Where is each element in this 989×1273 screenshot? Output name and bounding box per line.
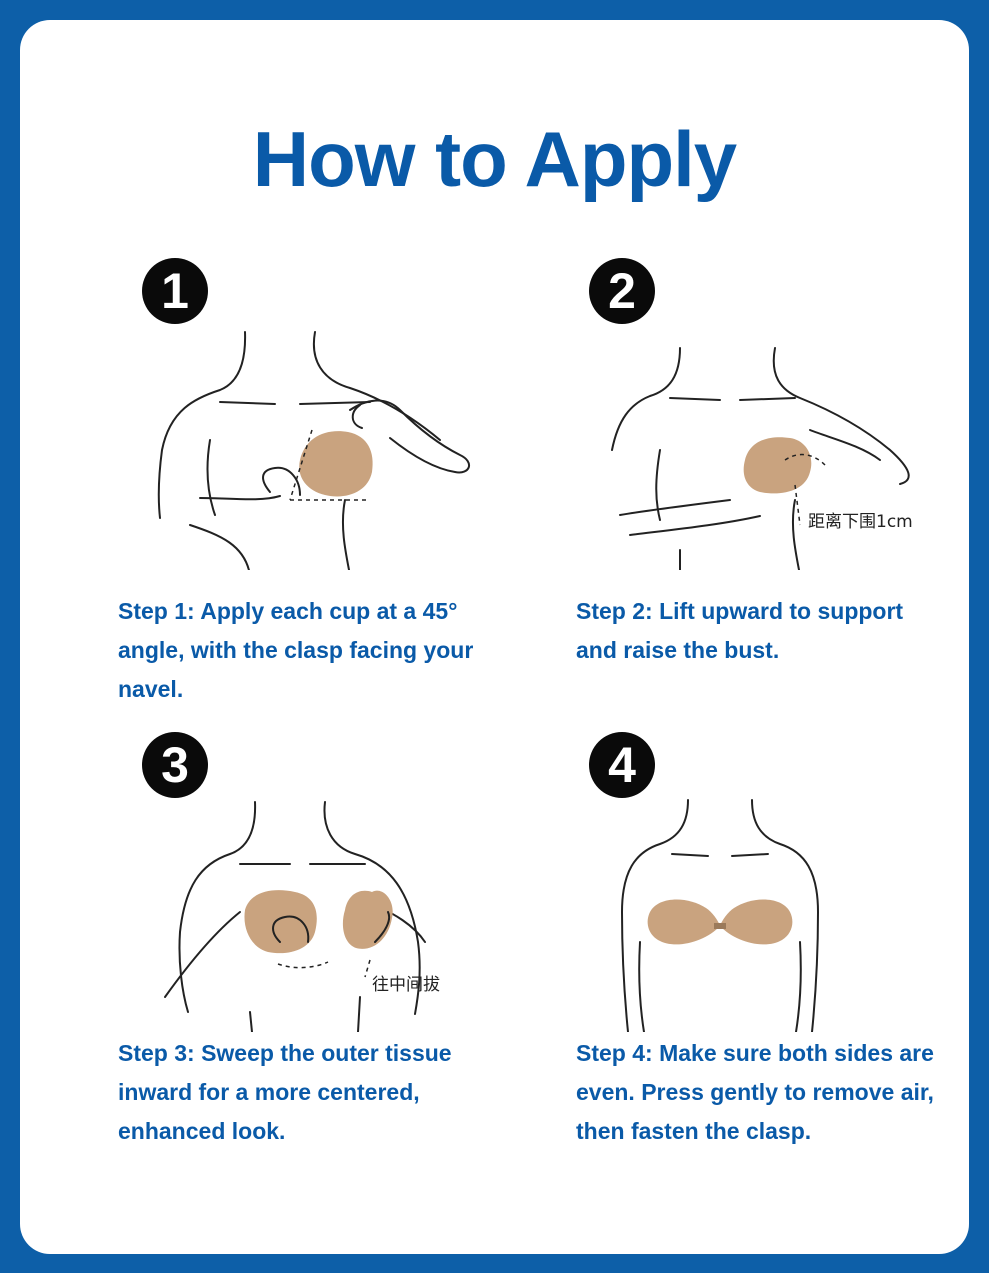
step-1-caption: Step 1: Apply each cup at a 45° angle, w… bbox=[118, 598, 474, 702]
step-3-illustration: 往中间拔 bbox=[160, 792, 480, 1032]
step-3-note: 往中间拔 bbox=[372, 975, 440, 995]
step-2-number-badge: 2 bbox=[589, 258, 655, 324]
step-1-number-badge: 1 bbox=[142, 258, 208, 324]
step-2-caption: Step 2: Lift upward to support and raise… bbox=[576, 598, 904, 663]
step-2-note: 距离下围1cm bbox=[808, 512, 913, 532]
step-4-caption: Step 4: Make sure both sides are even. P… bbox=[576, 1040, 934, 1144]
instruction-card: How to Apply 1 Step 1: A bbox=[20, 20, 969, 1254]
step-3-number-badge: 3 bbox=[142, 732, 208, 798]
step-3-caption: Step 3: Sweep the outer tissue inward fo… bbox=[118, 1040, 452, 1144]
step-4-number-badge: 4 bbox=[589, 732, 655, 798]
step-4-illustration bbox=[610, 792, 830, 1032]
step-1-illustration bbox=[150, 320, 480, 570]
page-title: How to Apply bbox=[252, 115, 737, 203]
step-2-illustration: 距离下围1cm bbox=[600, 320, 930, 570]
